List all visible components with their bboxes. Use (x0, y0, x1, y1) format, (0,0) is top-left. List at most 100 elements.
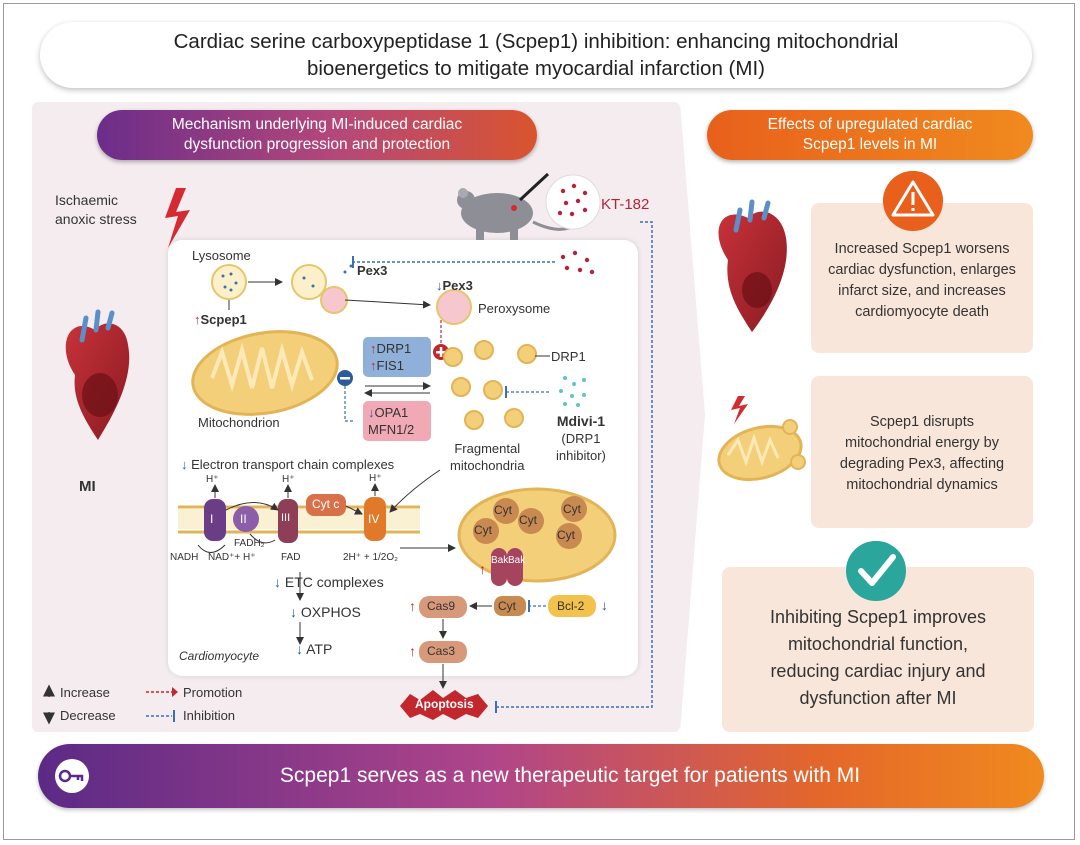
cytc-icon (306, 494, 346, 516)
kt182-inhibition-line (496, 221, 653, 708)
heart-effect-icon (718, 199, 787, 332)
cas3-up-arrow: ↑ (409, 643, 416, 659)
mdivi-particles (559, 376, 586, 407)
bak-up-arrow: ↑ (479, 561, 486, 577)
complex-iii (278, 499, 298, 543)
card3-line-3: reducing cardiac injury and (770, 661, 986, 681)
card2-line-1: Scpep1 disrupts (870, 414, 974, 430)
peroxysome-icon (436, 289, 472, 325)
fragmental-label: Fragmental mitochondria (450, 440, 524, 474)
bcl2-label: Bcl-2 (557, 599, 585, 613)
hplus-2: H⁺ (282, 474, 295, 485)
cyt-label-3: Cyt (563, 502, 581, 516)
bcl2-icon (548, 595, 596, 617)
lysosome-fusing (291, 264, 348, 314)
drp1-side-label: DRP1 (551, 349, 586, 364)
mitochondrion-label: Mitochondrion (198, 415, 280, 430)
cyt-label-1: Cyt (494, 503, 512, 517)
stress-label: Ischaemic anoxic stress (55, 191, 137, 229)
legend-increase: Increase (60, 685, 110, 700)
heart-mi-icon (65, 309, 130, 440)
fad-label: FAD (281, 552, 301, 563)
bak-label-2: Bak (508, 555, 526, 566)
complex-i-label: I (210, 512, 214, 526)
cyt-out-icon (494, 596, 526, 616)
card1-line-4: cardiomyocyte death (855, 304, 989, 320)
kt182-particles (560, 250, 595, 275)
damaged-mitochondrion-icon (717, 419, 806, 481)
apoptosis-burst (400, 690, 488, 720)
atp-label: ↓ ATP (296, 641, 333, 657)
effect-card-2: Scpep1 disrupts mitochondrial energy by … (811, 376, 1033, 528)
fragmental-mitochondria (443, 340, 537, 430)
etc-complexes-label: ↓ ETC complexes (274, 574, 384, 590)
mechanism-header: Mechanism underlying MI-induced cardiac … (97, 110, 537, 160)
drp1-text: DRP1 (376, 341, 412, 356)
etc-header-text: Electron transport chain complexes (191, 457, 395, 472)
lightning-icon (165, 188, 190, 248)
card1-line-1: Increased Scpep1 worsens (834, 241, 1010, 257)
stress-line-1: Ischaemic (55, 192, 119, 208)
mechanism-header-line-1: Mechanism underlying MI-induced cardiac (171, 116, 463, 133)
cyt-label-2: Cyt (519, 513, 537, 527)
drp1-fis1-text: ↑DRP1 ↑FIS1 (370, 341, 412, 373)
o2-label: 2H⁺ + 1/2O₂ (343, 552, 399, 563)
card1-line-3: infarct size, and increases (838, 283, 1006, 299)
cyt-label-4: Cyt (474, 523, 492, 537)
effect-card-3: Inhibiting Scpep1 improves mitochondrial… (722, 567, 1034, 732)
cyt-label-5: Cyt (557, 528, 575, 542)
title-box: Cardiac serine carboxypeptidase 1 (Scpep… (40, 22, 1032, 88)
nadh-label: NADH (170, 552, 199, 563)
card2-line-4: mitochondrial dynamics (846, 477, 998, 493)
kt182-label: KT-182 (601, 196, 650, 213)
atp-text: ATP (306, 641, 333, 657)
mfn-text: MFN1/2 (368, 422, 415, 437)
drp1-fis1-box (363, 337, 431, 377)
frag-line-2: mitochondria (450, 458, 525, 473)
complex-iv (364, 497, 386, 541)
scpep1-label: ↑Scpep1 (194, 312, 247, 327)
cardiomyocyte-label: Cardiomyocyte (179, 649, 260, 663)
card3-line-4: dysfunction after MI (799, 688, 957, 708)
pex3-down-label: ↓Pex3 (436, 278, 473, 293)
mdivi-sub-1: (DRP1 (561, 431, 601, 446)
complex-i (204, 499, 226, 541)
opa1-mfn-box (363, 401, 431, 441)
effects-header: Effects of upregulated cardiac Scpep1 le… (707, 110, 1033, 160)
apoptosis-label: Apoptosis (415, 697, 474, 711)
pex3-label: Pex3 (357, 263, 388, 278)
cas3-icon (419, 641, 467, 663)
complex-iv-label: IV (368, 512, 380, 526)
bcl2-down-arrow: ↓ (601, 597, 608, 613)
hplus-1: H⁺ (206, 474, 219, 485)
kt182-drug-icon (545, 174, 601, 230)
footer-text: Scpep1 serves as a new therapeutic targe… (279, 764, 861, 787)
effect-card-1: Increased Scpep1 worsens cardiac dysfunc… (811, 203, 1033, 353)
cas3-label: Cas3 (427, 644, 456, 658)
cas9-icon (419, 596, 467, 618)
title-line-2: bioenergetics to mitigate myocardial inf… (306, 57, 765, 80)
etc-complexes-text: ETC complexes (284, 574, 384, 590)
panel-chevron (680, 102, 705, 732)
pex3-down-text: Pex3 (442, 278, 473, 293)
mdivi-label: Mdivi-1 (DRP1 inhibitor) (556, 413, 606, 464)
hplus-3: H⁺ (369, 473, 382, 484)
card3-line-2: mitochondrial function, (787, 634, 969, 654)
mechanism-header-line-2: dysfunction progression and protection (183, 136, 451, 153)
mi-label: MI (79, 478, 96, 495)
card1-line-2: cardiac dysfunction, enlarges (828, 262, 1016, 278)
fadh2-label: FADH₂ (234, 538, 265, 549)
cas9-up-arrow: ↑ (409, 598, 416, 614)
mitochondrion-icon (191, 330, 339, 416)
card3-line-1: Inhibiting Scpep1 improves (769, 607, 987, 627)
lysosome-label: Lysosome (192, 248, 251, 263)
frag-line-1: Fragmental (454, 441, 521, 456)
oxphos-text: OXPHOS (300, 604, 361, 620)
card2-line-3: degrading Pex3, affecting (839, 456, 1005, 472)
cyt-out-label: Cyt (498, 599, 516, 613)
footer-bar (38, 744, 1044, 808)
complex-iii-label: III (281, 512, 291, 524)
scpep1-text: Scpep1 (200, 312, 247, 327)
legend-inhibition: Inhibition (183, 708, 236, 723)
